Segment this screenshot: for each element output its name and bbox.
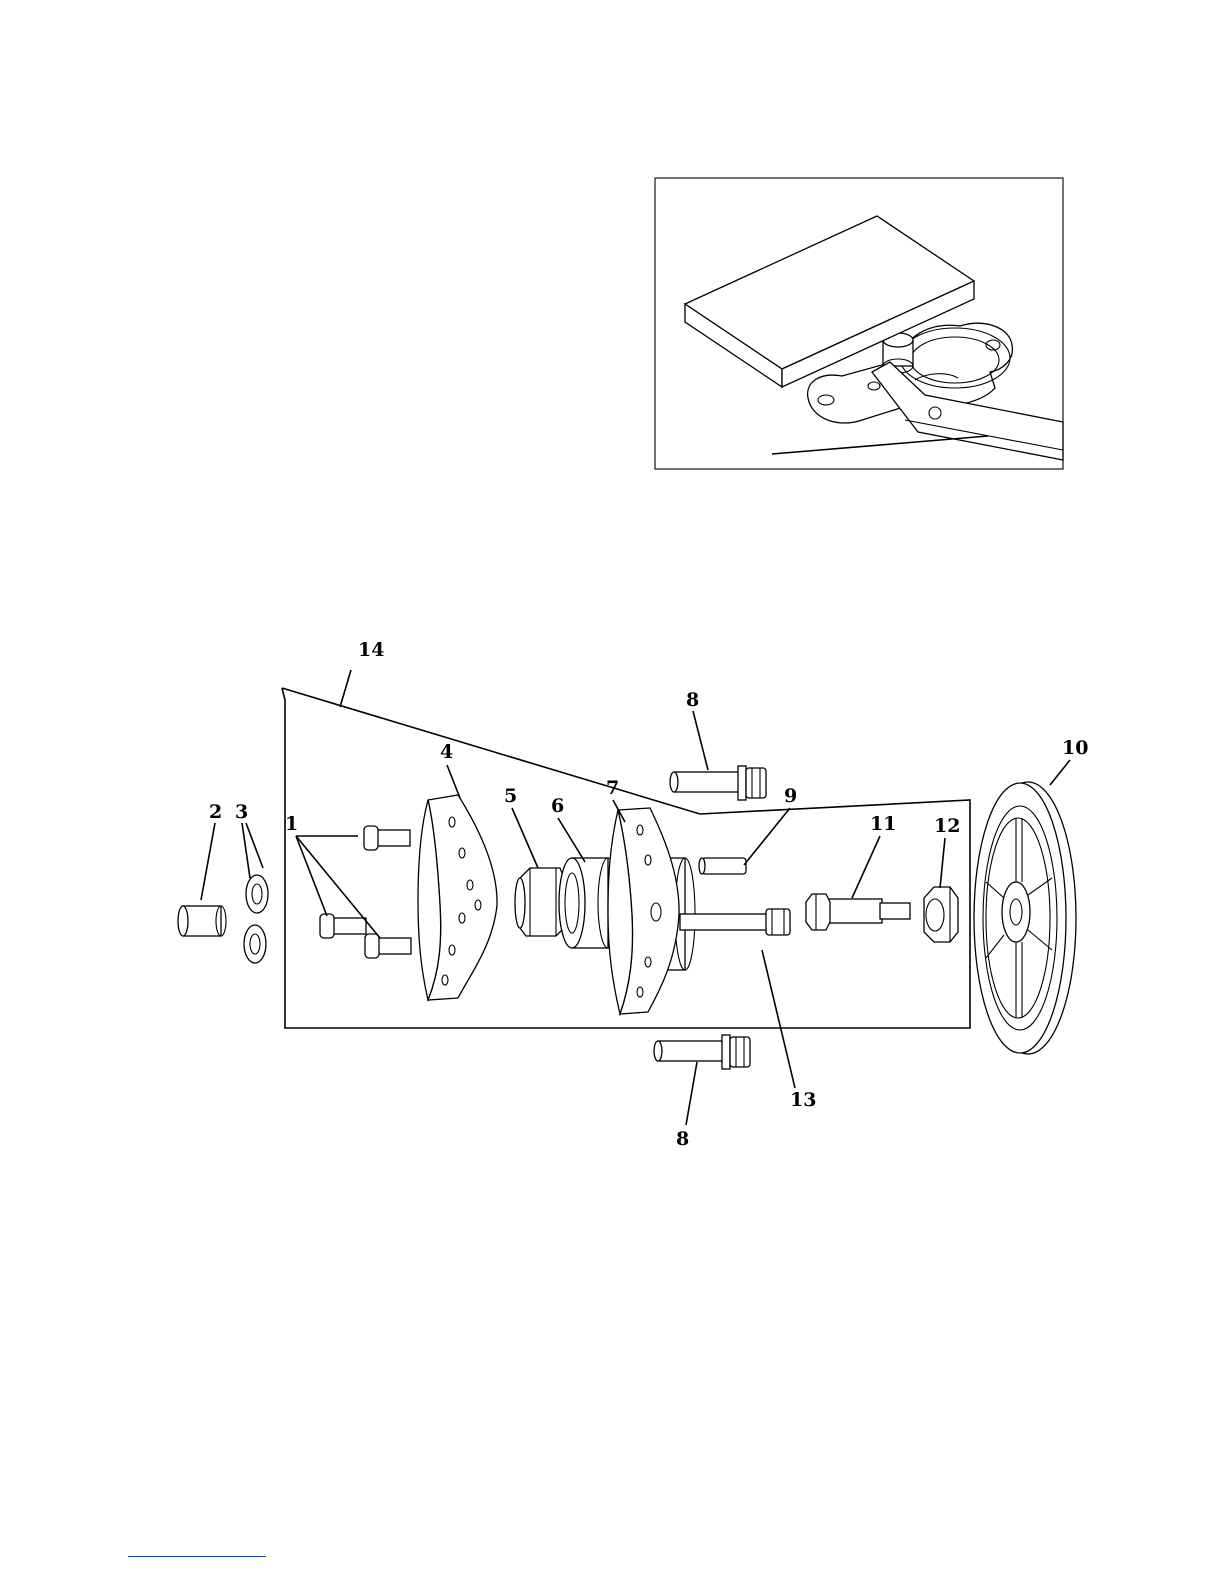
callout-11: 11 [870,813,896,835]
callout-10: 10 [1062,737,1088,759]
callout-6: 6 [551,795,564,817]
cap-screw-top [364,826,410,850]
callout-12: 12 [934,815,960,837]
footer-rule [128,1556,266,1557]
callout-4: 4 [440,741,453,763]
part-8-bolt-bottom [654,1035,750,1069]
part-1-cap-screws [320,826,411,958]
part-11-stud [806,894,910,930]
cap-screw-bottom [365,934,411,958]
part-3-washers [244,875,268,963]
part-10-wheel [974,782,1076,1054]
callout-3: 3 [235,801,248,823]
part-9-pin [699,858,746,874]
part-5-hex-adapter [515,868,564,936]
callout-9: 9 [784,785,797,807]
callout-13: 13 [790,1089,816,1111]
callout-5: 5 [504,785,517,807]
callout-14: 14 [358,639,384,661]
part-4-plate [418,795,497,1000]
inset-leader-line [772,436,988,454]
part-8-bolt-top [670,766,766,800]
callout-2: 2 [209,801,222,823]
callout-8-bottom: 8 [676,1128,689,1150]
part-7-flange [608,808,695,1014]
part-2-bushing [178,906,226,936]
cap-screw-middle [320,914,366,938]
callout-1: 1 [285,813,298,835]
part-13-long-bolt [680,909,790,935]
callout-7: 7 [606,777,619,799]
callout-8-top: 8 [686,689,699,711]
inset-illustration [655,178,1063,469]
part-12-nut [924,887,958,942]
